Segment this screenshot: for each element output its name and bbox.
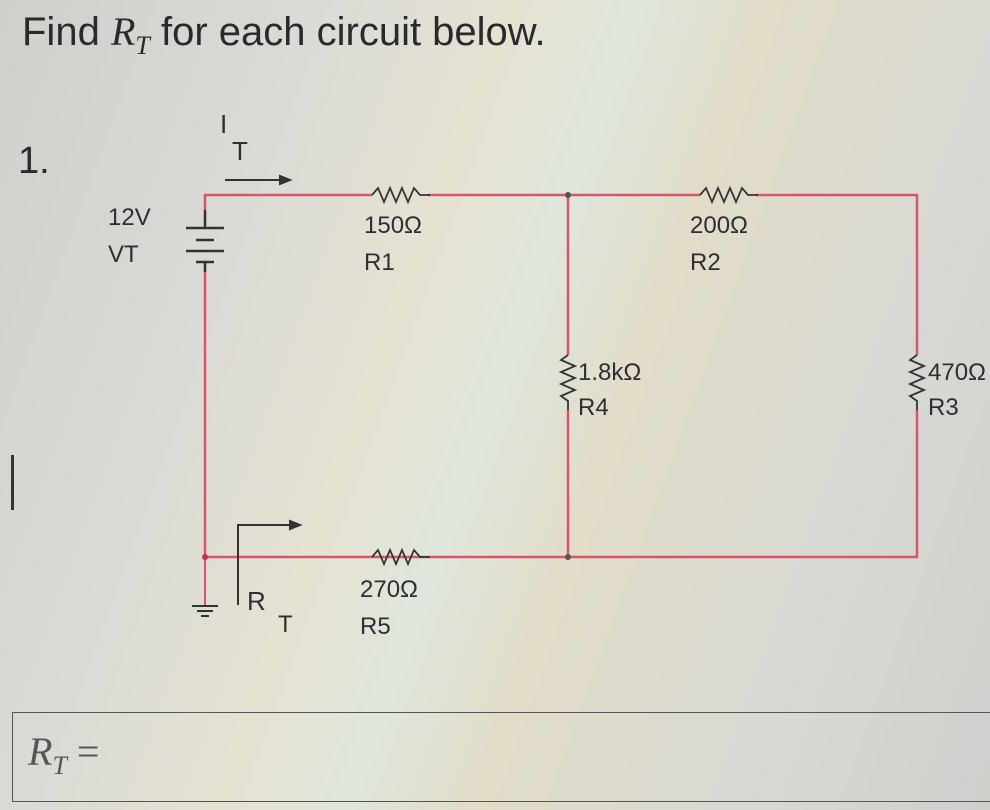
top-wire (203, 193, 919, 355)
rt-label: R (247, 586, 266, 616)
title-var: R (110, 9, 136, 54)
r4-value: 1.8kΩ (578, 359, 641, 386)
circuit-diagram: I T 12V VT 150Ω R1 200Ω R2 470Ω R3 1.8kΩ… (108, 109, 986, 640)
resistor-r2-icon (699, 185, 758, 205)
question-number: 1. (18, 140, 50, 182)
r3-value: 470Ω (928, 359, 986, 386)
title-prefix: Find (22, 10, 100, 54)
resistor-r5-icon (371, 547, 430, 567)
r3-name: R3 (928, 394, 959, 421)
source-name: VT (108, 241, 139, 268)
resistor-r4-icon (558, 354, 578, 410)
r1-name: R1 (364, 249, 395, 276)
answer-var: R (28, 729, 53, 774)
source-voltage: 12V (108, 204, 151, 231)
title-sub: T (135, 31, 150, 60)
r4-name: R4 (578, 394, 609, 421)
bottom-wire (203, 270, 919, 559)
wires (203, 193, 919, 559)
junction-node (565, 192, 571, 198)
battery-icon (186, 210, 224, 272)
r2-value: 200Ω (690, 212, 748, 239)
junction-node (202, 554, 208, 560)
answer-equals: = (76, 729, 100, 774)
r1-value: 150Ω (364, 212, 422, 239)
current-label: I (220, 109, 227, 139)
answer-label: RT = (28, 728, 99, 781)
text-cursor (11, 455, 14, 510)
current-label-sub: T (232, 136, 248, 166)
page-title: Find RT for each circuit below. (22, 8, 546, 61)
junction-node (565, 554, 571, 560)
r5-name: R5 (360, 613, 391, 640)
resistor-r3-icon (907, 354, 927, 410)
answer-sub: T (52, 751, 67, 780)
title-suffix: for each circuit below. (160, 10, 546, 54)
answer-field[interactable] (12, 712, 990, 802)
r2-name: R2 (690, 249, 721, 276)
r5-value: 270Ω (360, 576, 418, 603)
resistor-r1-icon (371, 185, 430, 205)
current-arrow-icon (225, 174, 293, 186)
ground-icon (192, 557, 218, 617)
rt-label-sub: T (278, 611, 293, 638)
rt-arrow-icon (237, 519, 303, 605)
